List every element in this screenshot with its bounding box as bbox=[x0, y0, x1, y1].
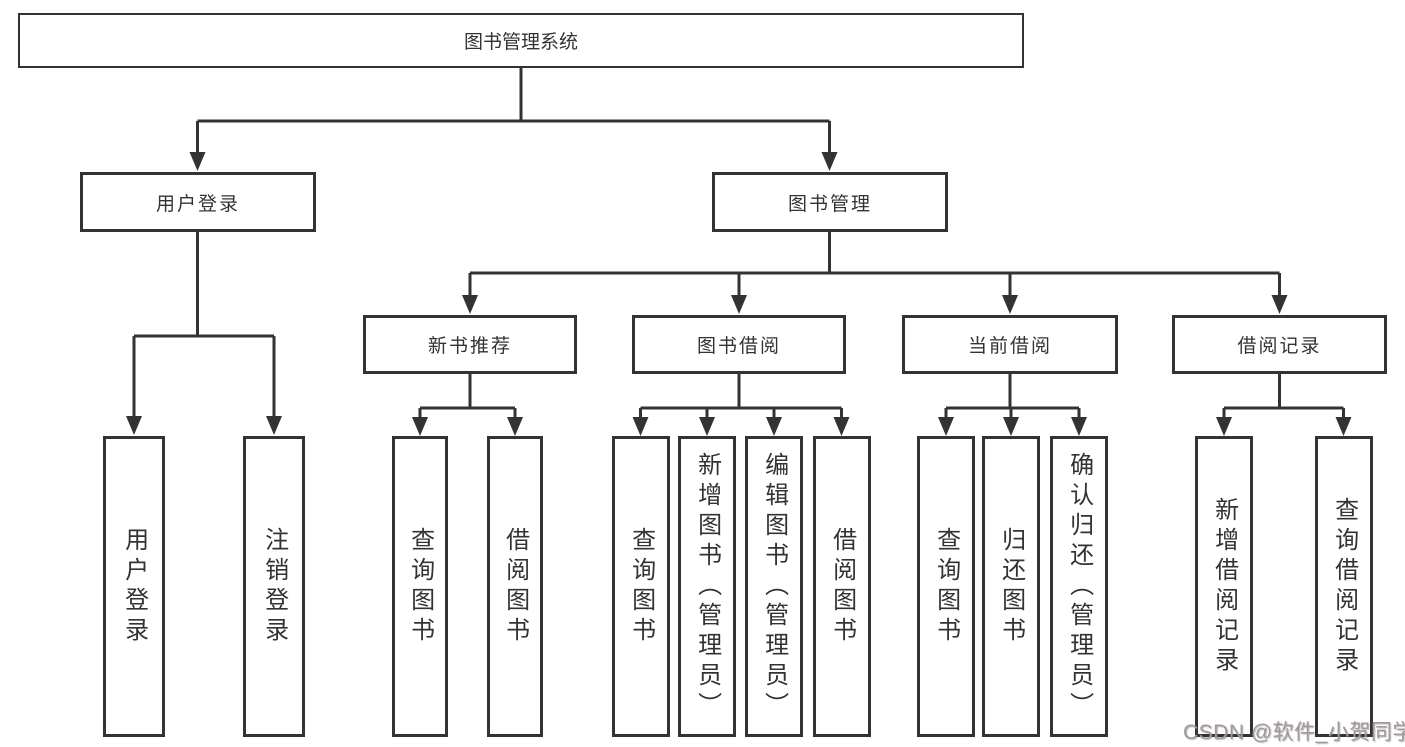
node-root-label: 图书管理系统 bbox=[463, 32, 578, 53]
arrowhead bbox=[507, 417, 523, 436]
node-root: 图书管理系统 bbox=[18, 13, 1024, 68]
arrowhead bbox=[412, 417, 428, 436]
leaf-borrow-books-2: 借阅图书 bbox=[813, 436, 871, 737]
arrowhead bbox=[938, 417, 954, 436]
leaf-logout: 注销登录 bbox=[243, 436, 305, 737]
leaf-label: 编辑图书（管理员） bbox=[760, 451, 788, 722]
arrowhead bbox=[821, 152, 838, 171]
node-label: 当前借阅 bbox=[967, 336, 1052, 357]
leaf-query-borrow-record: 查询借阅记录 bbox=[1315, 436, 1373, 737]
arrowhead bbox=[632, 417, 649, 436]
arrowhead bbox=[1335, 417, 1352, 436]
node-user-login-branch: 用户登录 bbox=[80, 172, 316, 232]
leaf-add-borrow-record: 新增借阅记录 bbox=[1195, 436, 1253, 737]
node-label: 图书管理 bbox=[787, 193, 872, 215]
leaf-label: 借阅图书 bbox=[501, 526, 529, 647]
leaf-label: 新增图书（管理员） bbox=[693, 451, 721, 722]
node-label: 用户登录 bbox=[155, 193, 240, 215]
arrowhead bbox=[731, 295, 747, 314]
arrowhead bbox=[462, 295, 478, 314]
arrowhead bbox=[266, 416, 282, 435]
node-label: 借阅记录 bbox=[1237, 336, 1322, 357]
arrowhead bbox=[699, 417, 715, 436]
leaf-edit-books-admin: 编辑图书（管理员） bbox=[745, 436, 803, 737]
leaf-query-books-1: 查询图书 bbox=[392, 436, 448, 737]
node-borrow-records: 借阅记录 bbox=[1172, 315, 1387, 374]
node-label: 图书借阅 bbox=[696, 336, 781, 357]
leaf-label: 用户登录 bbox=[120, 526, 148, 647]
leaf-add-books-admin: 新增图书（管理员） bbox=[678, 436, 736, 737]
leaf-return-books: 归还图书 bbox=[982, 436, 1040, 737]
node-book-borrow: 图书借阅 bbox=[632, 315, 846, 374]
arrowhead bbox=[126, 416, 142, 435]
node-book-management-branch: 图书管理 bbox=[712, 172, 948, 232]
watermark: CSDN @软件_小贺同学 bbox=[1183, 721, 1405, 744]
leaf-label: 新增借阅记录 bbox=[1210, 496, 1238, 677]
arrowhead bbox=[1002, 295, 1018, 314]
leaf-label: 查询图书 bbox=[627, 526, 655, 647]
leaf-label: 注销登录 bbox=[260, 526, 288, 647]
arrowhead bbox=[766, 417, 782, 436]
leaf-label: 归还图书 bbox=[997, 526, 1025, 647]
leaf-label: 查询图书 bbox=[406, 526, 434, 647]
leaf-user-login: 用户登录 bbox=[103, 436, 165, 737]
arrowhead bbox=[1003, 417, 1019, 436]
leaf-label: 查询借阅记录 bbox=[1330, 496, 1358, 677]
leaf-label: 查询图书 bbox=[932, 526, 960, 647]
arrowhead bbox=[1271, 295, 1288, 314]
arrowhead bbox=[1071, 417, 1087, 436]
arrowhead bbox=[189, 152, 206, 171]
leaf-query-books-3: 查询图书 bbox=[917, 436, 975, 737]
node-label: 新书推荐 bbox=[427, 336, 512, 357]
leaf-label: 借阅图书 bbox=[828, 526, 856, 647]
arrowhead bbox=[833, 417, 850, 436]
leaf-borrow-books-1: 借阅图书 bbox=[487, 436, 543, 737]
leaf-confirm-return-admin: 确认归还（管理员） bbox=[1050, 436, 1108, 737]
arrowhead bbox=[1216, 417, 1232, 436]
leaf-label: 确认归还（管理员） bbox=[1065, 451, 1093, 722]
node-current-borrow: 当前借阅 bbox=[902, 315, 1118, 374]
leaf-query-books-2: 查询图书 bbox=[612, 436, 670, 737]
node-new-book-recommend: 新书推荐 bbox=[363, 315, 577, 374]
